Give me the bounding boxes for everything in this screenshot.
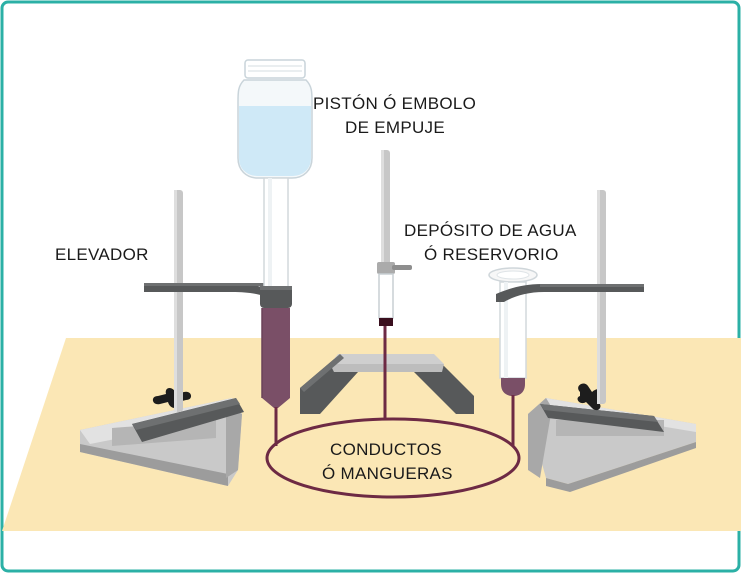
label-conduits-line2: Ó MANGUERAS xyxy=(322,464,453,483)
piston-syringe xyxy=(377,150,412,326)
center-base xyxy=(300,354,474,414)
hoses xyxy=(265,326,521,499)
label-reservoir-line1: DEPÓSITO DE AGUA xyxy=(404,221,577,240)
burette-liquid xyxy=(262,308,290,398)
water-bottle xyxy=(237,59,313,179)
right-stand xyxy=(528,190,696,492)
left-stand xyxy=(80,190,272,486)
hose-loop xyxy=(265,417,521,499)
piston-liquid xyxy=(379,318,393,326)
reservoir-tube xyxy=(488,267,538,396)
label-reservoir-line2: Ó RESERVORIO xyxy=(424,245,559,264)
label-elevator: ELEVADOR xyxy=(55,245,149,264)
burette-tube xyxy=(260,177,292,408)
right-clamp-arm xyxy=(496,284,644,302)
water-level xyxy=(239,106,311,176)
label-piston-line2: DE EMPUJE xyxy=(345,118,445,137)
label-conduits-line1: CONDUCTOS xyxy=(330,440,442,459)
label-piston-line1: PISTÓN Ó EMBOLO xyxy=(313,94,476,113)
reservoir-liquid xyxy=(501,378,525,396)
